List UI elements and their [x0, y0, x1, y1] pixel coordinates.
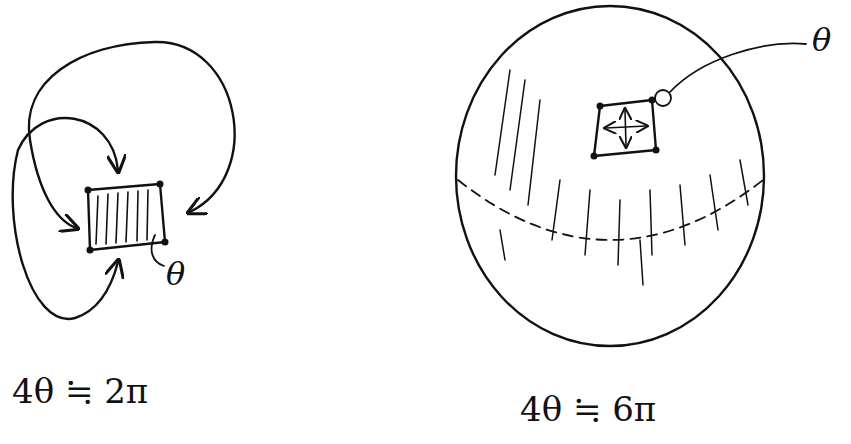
hatching [96, 190, 148, 244]
square-patch [594, 100, 656, 156]
equator [458, 180, 763, 240]
equation-label: 4θ ≒ 2π [12, 374, 148, 408]
gluing-arrow [13, 118, 118, 319]
leader-line [152, 235, 164, 266]
gluing-arrow [625, 110, 626, 146]
angle-label: θ [166, 258, 185, 290]
equation-label: 4θ ≒ 6π [520, 392, 656, 426]
angle-label: θ [812, 24, 831, 56]
sphere [456, 6, 764, 346]
hatching [495, 70, 748, 285]
angle-mark [655, 90, 671, 106]
gluing-arrow [29, 42, 235, 228]
leader-line [670, 43, 806, 92]
